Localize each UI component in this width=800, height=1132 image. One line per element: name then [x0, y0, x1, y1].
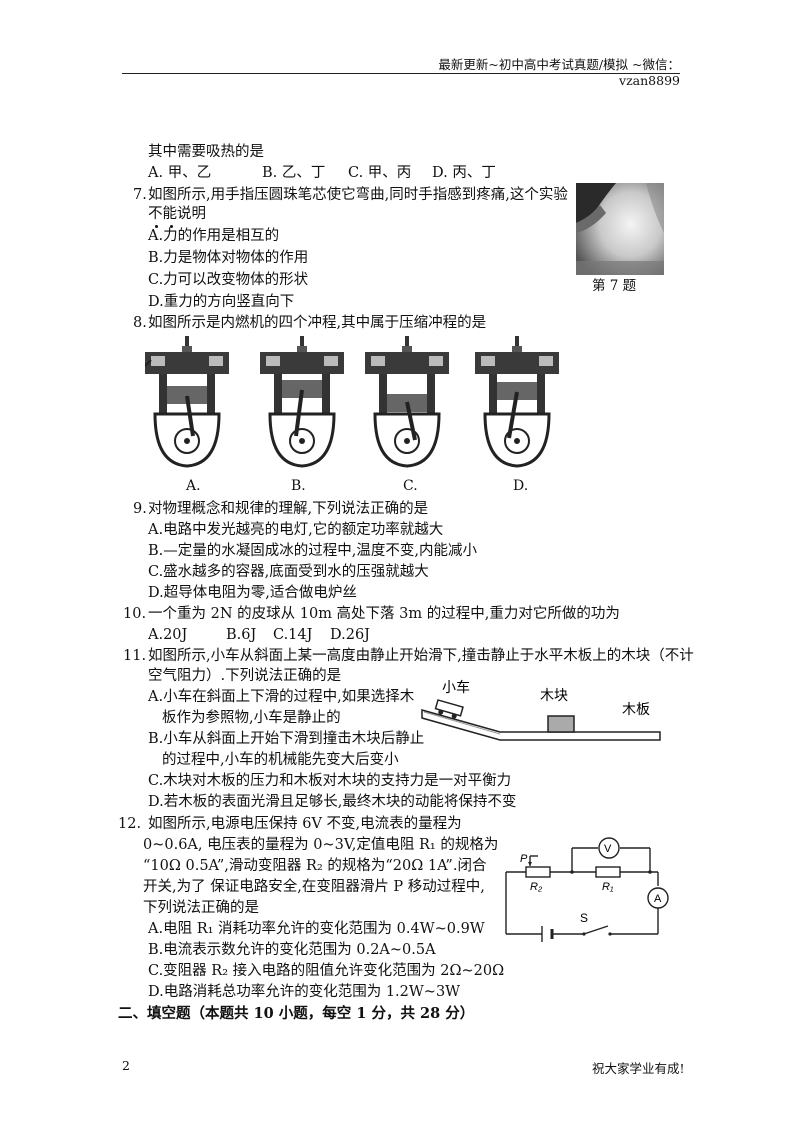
q6-option-a: A. 甲、乙 — [148, 165, 212, 181]
q11-option-a-cont: 板作为参照物,小车是静止的 — [162, 710, 341, 726]
emphasis-dot — [155, 225, 158, 228]
q7-stem-emphasis: 不能说明 — [148, 206, 206, 222]
q8-label-c: C. — [403, 478, 418, 494]
q11-option-a: A.小车在斜面上下滑的过程中,如果选择木 — [148, 689, 415, 705]
q6-stem-tail: 其中需要吸热的是 — [148, 144, 264, 160]
q12-stem-2: 0~0.6A, 电压表的量程为 0~3V,定值电阻 R₁ 的规格为 — [143, 837, 499, 853]
page-header: 最新更新~初中高中考试真题/模拟 ~微信： vzan8899 — [438, 57, 680, 88]
q12-stem-3: “10Ω 0.5A”,滑动变阻器 R₂ 的规格为“20Ω 1A”.闭合 — [143, 858, 487, 874]
q6-option-d: D. 丙、丁 — [432, 165, 496, 181]
footer-slogan: 祝大家学业有成! — [592, 1061, 685, 1076]
q10-option-d: D.26J — [330, 627, 370, 643]
page-number: 2 — [122, 1058, 130, 1073]
q12-stem: 如图所示,电源电压保持 6V 不变,电流表的量程为 — [148, 816, 462, 832]
q12-stem-4: 开关,为了 保证电路安全,在变阻器滑片 P 移动过程中, — [143, 879, 485, 895]
q10-number: 10. — [123, 606, 147, 622]
block-label: 木块 — [540, 687, 568, 703]
q7-figure-caption: 第 7 题 — [592, 278, 637, 294]
q7-stem: 如图所示,用手指压圆珠笔芯使它弯曲,同时手指感到疼痛,这个实验 — [148, 187, 568, 203]
block-icon — [547, 715, 575, 733]
cart-label: 小车 — [442, 679, 470, 695]
q9-option-c: C.盛水越多的容器,底面受到水的压强就越大 — [148, 564, 429, 580]
q8-label-d: D. — [513, 478, 529, 494]
q10-option-c: C.14J — [273, 627, 313, 643]
q10-option-b: B.6J — [226, 627, 257, 643]
section-2-title: 二、填空题（本题共 10 小题，每空 1 分，共 28 分） — [118, 1005, 475, 1022]
q11-stem-2: 空气阻力）.下列说法正确的是 — [148, 668, 342, 684]
q10-option-a: A.20J — [148, 627, 188, 643]
q8-stem: 如图所示是内燃机的四个冲程,其中属于压缩冲程的是 — [148, 315, 487, 331]
q7-number: 7. — [133, 187, 147, 203]
q8-engines-figure — [145, 336, 561, 468]
q10-stem: 一个重为 2N 的皮球从 10m 高处下落 3m 的过程中,重力对它所做的功为 — [148, 606, 620, 622]
q12-option-b: B.电流表示数允许的变化范围为 0.2A~0.5A — [148, 942, 436, 958]
q11-option-d: D.若木板的表面光滑且足够长,最终木块的动能将保持不变 — [148, 794, 517, 810]
q9-option-b: B.—定量的水凝固成冰的过程中,温度不变,内能减小 — [148, 543, 477, 559]
slider-label: P — [520, 853, 528, 865]
q11-option-c: C.木块对木板的压力和木板对木块的支持力是一对平衡力 — [148, 773, 512, 789]
ammeter-label: A — [654, 893, 662, 905]
board-label: 木板 — [622, 701, 650, 717]
q7-option-c: C.力可以改变物体的形状 — [148, 272, 309, 288]
switch-label: S — [580, 911, 588, 925]
q7-photo-figure — [576, 183, 664, 275]
cart-icon — [434, 699, 464, 719]
q7-option-a: A.力的作用是相互的 — [148, 228, 280, 244]
q9-stem: 对物理概念和规律的理解,下列说法正确的是 — [148, 501, 429, 517]
header-rule — [122, 73, 680, 74]
q11-incline-figure: 小车 木块 木板 — [421, 679, 661, 741]
q11-stem: 如图所示,小车从斜面上某一高度由静止开始滑下,撞击静止于水平木板上的木块（不计 — [148, 648, 694, 664]
q12-circuit-figure: V A P R₂ R₁ S — [505, 837, 669, 942]
q9-option-a: A.电路中发光越亮的电灯,它的额定功率就越大 — [148, 522, 444, 538]
q11-option-b-cont: 的过程中,小车的机械能先变大后变小 — [162, 752, 399, 768]
q12-number: 12. — [118, 816, 142, 832]
r2-label: R₂ — [530, 881, 543, 893]
emphasis-dot — [170, 225, 173, 228]
q9-option-d: D.超导体电阻为零,适合做电炉丝 — [148, 585, 357, 601]
q8-label-a: A. — [186, 478, 201, 494]
q12-option-a: A.电阻 R₁ 消耗功率允许的变化范围为 0.4W~0.9W — [148, 921, 485, 937]
q12-option-d: D.电路消耗总功率允许的变化范围为 1.2W~3W — [148, 984, 461, 1000]
q6-option-c: C. 甲、丙 — [348, 165, 412, 181]
q8-number: 8. — [133, 315, 147, 331]
q6-option-b: B. 乙、丁 — [262, 165, 326, 181]
q11-number: 11. — [123, 648, 147, 664]
q12-option-c: C.变阻器 R₂ 接入电路的阻值允许变化范围为 2Ω~20Ω — [148, 963, 505, 979]
q12-stem-5: 下列说法正确的是 — [143, 900, 259, 916]
q9-number: 9. — [133, 501, 147, 517]
q7-option-d: D.重力的方向竖直向下 — [148, 294, 295, 310]
q11-option-b: B.小车从斜面上开始下滑到撞击木块后静止 — [148, 731, 425, 747]
q8-label-b: B. — [291, 478, 306, 494]
r1-label: R₁ — [602, 881, 614, 893]
voltmeter-label: V — [604, 843, 612, 855]
q7-option-b: B.力是物体对物体的作用 — [148, 250, 309, 266]
